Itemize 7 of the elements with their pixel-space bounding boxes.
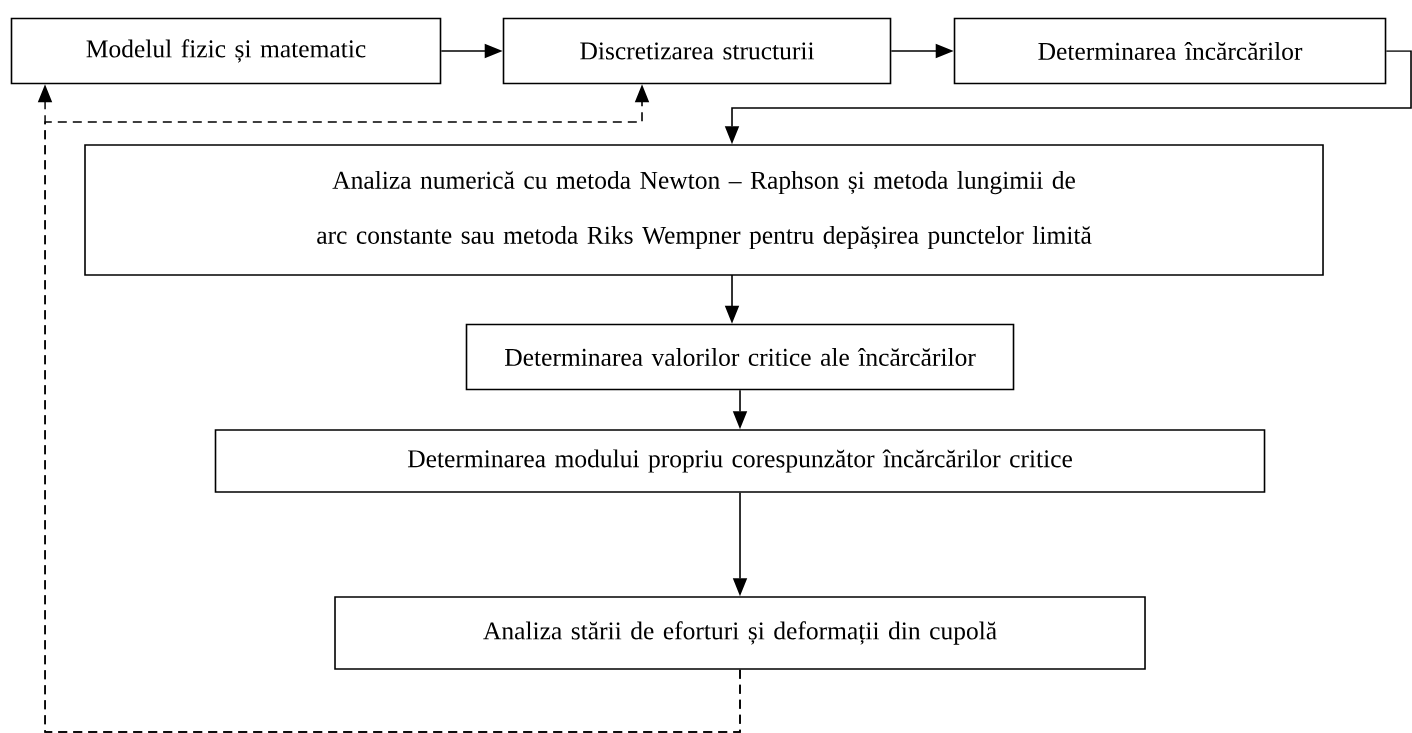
process-box: Analiza numerică cu metoda Newton – Raphson și metoda lungimii de arc constante sau metoda Riks Wempner pentru depășirea punctelor limită: [84, 144, 1324, 276]
process-box: Discretizarea structurii: [502, 17, 892, 85]
process-box: Determinarea încărcărilor: [953, 17, 1387, 85]
process-box: Analiza stării de eforturi și deformații din cupolă: [334, 596, 1146, 670]
process-box: Determinarea modului propriu corespunzător încărcărilor critice: [214, 429, 1266, 493]
process-box: Determinarea valorilor critice ale încărcărilor: [465, 323, 1015, 391]
process-box: Modelul fizic și matematic: [10, 17, 442, 85]
